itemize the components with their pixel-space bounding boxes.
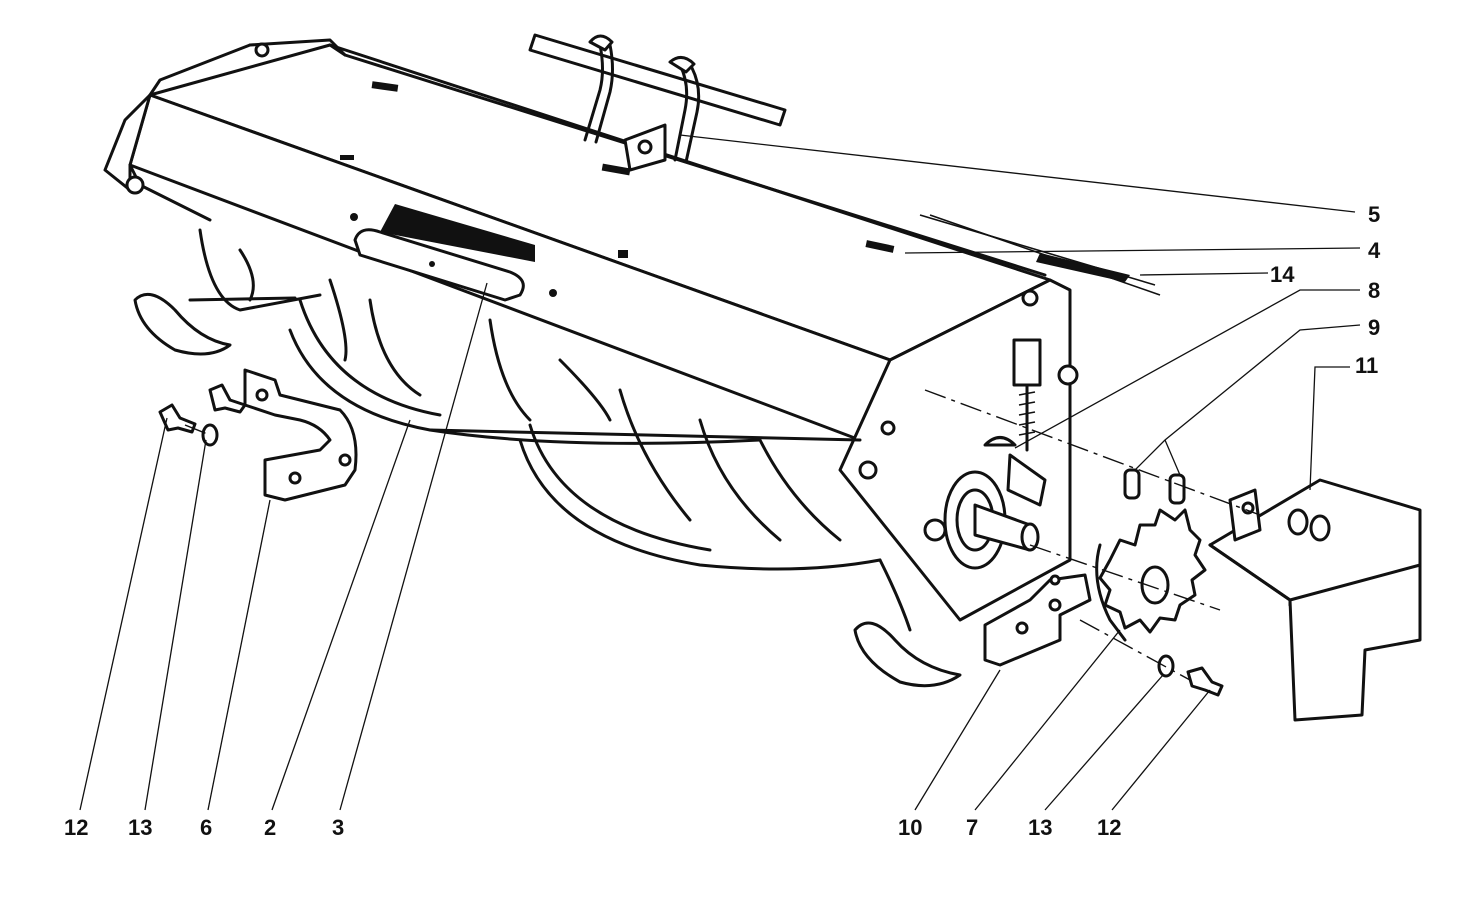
callout-6: 6 (200, 815, 212, 840)
callout-11: 11 (1355, 353, 1378, 378)
callout-4: 4 (1368, 238, 1381, 263)
callout-13-right: 13 (1028, 815, 1052, 840)
assembly-axes (184, 389, 1261, 681)
callout-8: 8 (1368, 278, 1380, 303)
callout-9: 9 (1368, 315, 1380, 340)
tiller-housing (103, 38, 1052, 442)
callout-labels: 5 4 14 8 9 11 12 13 6 2 3 10 7 13 12 (64, 202, 1381, 840)
callout-3: 3 (332, 815, 344, 840)
right-end-plate (838, 278, 1079, 622)
callout-14: 14 (1270, 262, 1295, 287)
callout-7: 7 (966, 815, 978, 840)
callout-2: 2 (264, 815, 276, 840)
sprocket-guard (1208, 478, 1422, 722)
keys (1123, 468, 1186, 505)
leader-lines (79, 134, 1361, 811)
callout-5: 5 (1368, 202, 1380, 227)
decal (919, 214, 1161, 296)
sprocket (1095, 508, 1207, 642)
callout-10: 10 (898, 815, 922, 840)
callout-13-left: 13 (128, 815, 152, 840)
callout-12-right: 12 (1097, 815, 1121, 840)
mounting-bracket-left (243, 368, 358, 502)
mounting-bracket-right (983, 573, 1092, 667)
rotor-tines (133, 228, 962, 688)
lift-handle (528, 33, 787, 172)
callout-12-left: 12 (64, 815, 88, 840)
